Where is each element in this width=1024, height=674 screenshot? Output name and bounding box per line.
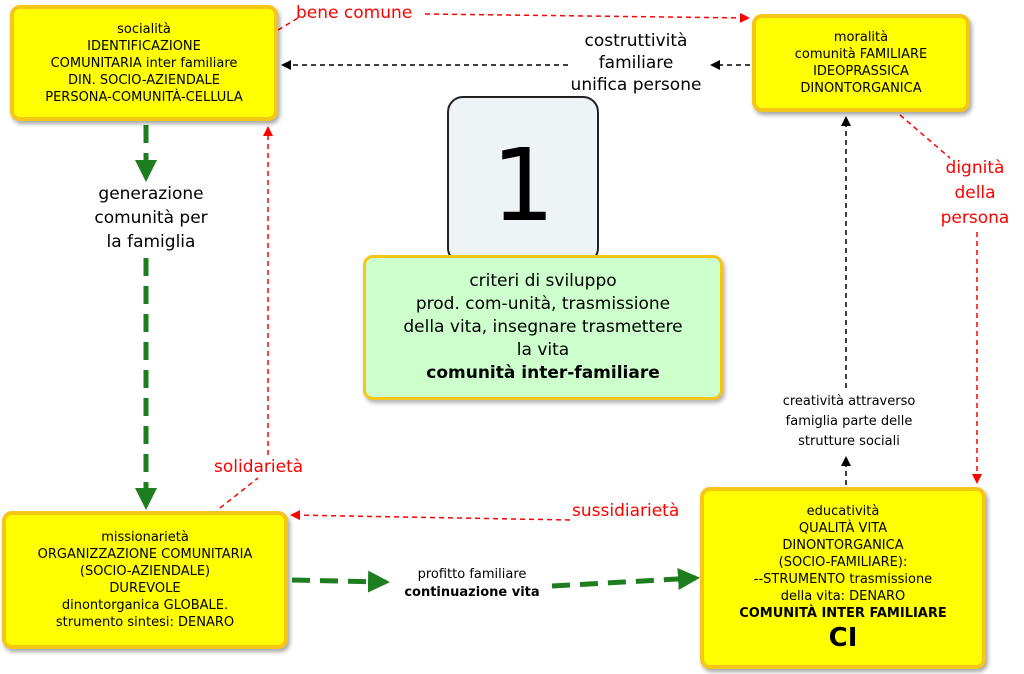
- center-line: la vita: [516, 340, 570, 360]
- label-sussidiarieta: sussidiarietà: [572, 501, 680, 521]
- node-socialita-line: PERSONA-COMUNITÀ-CELLULA: [45, 89, 243, 105]
- node-educativita-line: della vita: DENARO: [780, 588, 906, 604]
- label-creativita: creatività attraverso famiglia parte del…: [782, 394, 916, 449]
- node-missionarieta-line: ORGANIZZAZIONE COMUNITARIA: [37, 547, 253, 562]
- node-educativita-bold-line: COMUNITÀ INTER FAMILIARE: [739, 605, 947, 621]
- edge-solidarieta: [219, 128, 268, 509]
- center-number: 1: [491, 127, 555, 244]
- center-number-box: 1: [447, 96, 599, 264]
- label-generazione: generazione comunità per la famiglia: [94, 184, 208, 252]
- label-solidarieta: solidarietà: [214, 457, 304, 477]
- node-socialita-line: COMUNITARIA inter familiare: [50, 55, 238, 71]
- node-socialita: socialità IDENTIFICAZIONE COMUNITARIA in…: [10, 5, 278, 121]
- node-missionarieta-line: DUREVOLE: [109, 581, 181, 596]
- center-bold-line: comunità inter-familiare: [426, 363, 660, 383]
- node-missionarieta: missionarietà ORGANIZZAZIONE COMUNITARIA…: [2, 511, 288, 649]
- edge-profitto-right: [551, 568, 700, 590]
- center-line: prod. com-unità, trasmissione: [415, 294, 671, 314]
- label-bene-comune: bene comune: [296, 3, 413, 23]
- edge-bene-comune: [277, 14, 748, 31]
- node-educativita-line: (SOCIO-FAMILIARE):: [778, 554, 908, 570]
- node-moralita-line: comunità FAMILIARE: [794, 47, 928, 62]
- node-socialita-line: socialità: [117, 21, 171, 37]
- node-socialita-line: IDENTIFICAZIONE: [87, 38, 201, 54]
- node-missionarieta-line: strumento sintesi: DENARO: [55, 615, 235, 630]
- label-profitto: profitto familiare continuazione vita: [404, 567, 540, 600]
- node-moralita-line: IDEOPRASSICA: [813, 64, 909, 79]
- node-educativita-line: --STRUMENTO trasmissione: [753, 571, 933, 587]
- label-costruttivita: costruttività familiare unifica persone: [570, 31, 702, 95]
- label-dignita: dignità della persona: [940, 158, 1010, 228]
- center-criteria-box: criteri di sviluppo prod. com-unità, tra…: [363, 255, 723, 400]
- node-educativita-line: DINONTORGANICA: [782, 537, 904, 553]
- center-line: della vita, insegnare trasmettere: [403, 317, 683, 337]
- node-educativita: educatività QUALITÀ VITA DINONTORGANICA …: [700, 487, 986, 669]
- node-moralita: moralità comunità FAMILIARE IDEOPRASSICA…: [752, 14, 970, 112]
- node-moralita-line: moralità: [833, 30, 889, 45]
- node-missionarieta-line: (SOCIO-AZIENDALE): [79, 564, 211, 579]
- edge-sussidiarieta: [290, 510, 571, 521]
- node-socialita-line: DIN. SOCIO-AZIENDALE: [68, 72, 220, 88]
- center-line: criteri di sviluppo: [469, 271, 617, 291]
- node-missionarieta-line: missionarietà: [101, 530, 189, 545]
- node-missionarieta-line: dinontorganica GLOBALE.: [61, 598, 229, 613]
- edge-profitto-left: [291, 570, 390, 593]
- edge-dignita-top: [899, 114, 951, 159]
- node-educativita-line: educatività: [806, 503, 880, 519]
- node-moralita-line: DINONTORGANICA: [800, 81, 922, 96]
- node-educativita-code: CI: [828, 622, 858, 653]
- node-educativita-line: QUALITÀ VITA: [798, 520, 888, 536]
